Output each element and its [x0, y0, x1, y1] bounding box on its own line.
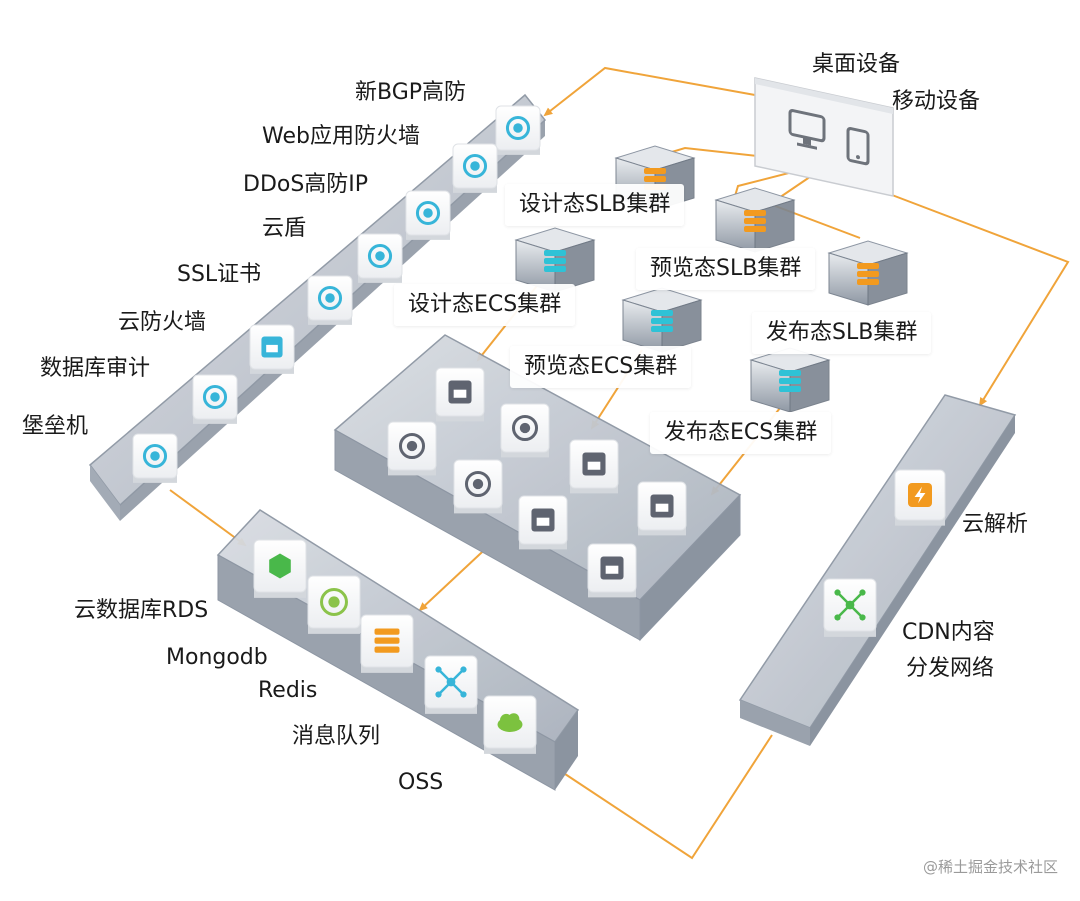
security-cube-7	[132, 433, 178, 483]
connector-devices-to-cdn	[891, 194, 1070, 407]
design-ecs-icon	[544, 250, 566, 272]
mobile-phone-icon	[846, 127, 870, 166]
storage-label-mq: 消息队列	[292, 724, 381, 749]
cluster-label-design-slb: 设计态SLB集群	[505, 184, 685, 227]
service-6-icon	[531, 508, 555, 532]
mongodb-icon	[320, 588, 348, 616]
storage-cubes	[253, 539, 537, 754]
security-0-icon	[505, 115, 531, 141]
service-1-icon	[511, 414, 539, 442]
service-cube-7	[587, 543, 637, 598]
security-cube-5	[249, 324, 295, 374]
publish-slb-icon	[857, 263, 879, 285]
service-3-icon	[582, 452, 606, 476]
publish-ecs-icon	[779, 370, 801, 392]
storage-label-redis: Redis	[258, 678, 318, 703]
security-cube-6	[192, 374, 238, 424]
security-label-shield: 云盾	[262, 216, 307, 241]
security-label-firewall: 云防火墙	[118, 310, 207, 335]
security-7-icon	[142, 443, 168, 469]
security-label-ddos: DDoS高防IP	[243, 172, 369, 197]
publish-slb-box	[827, 240, 909, 306]
network-label-cdn-line1: CDN内容	[902, 620, 995, 645]
service-5-icon	[650, 494, 674, 518]
service-cubes	[387, 367, 687, 598]
network-label-cdn-line2: 分发网络	[906, 656, 995, 681]
preview-slb-icon	[744, 210, 766, 232]
connector-cdn-to-oss	[554, 734, 773, 860]
storage-label-oss: OSS	[398, 770, 444, 795]
service-4-icon	[464, 470, 492, 498]
security-label-bastion: 堡垒机	[22, 414, 89, 439]
watermark: @稀土掘金技术社区	[922, 858, 1058, 876]
service-cube-3	[569, 439, 619, 494]
oss-icon	[497, 713, 523, 732]
storage-label-mongodb: Mongodb	[166, 645, 268, 670]
preview-ecs-icon	[651, 310, 673, 332]
publish-ecs-box	[749, 347, 831, 413]
service-0-icon	[448, 380, 472, 404]
security-1-icon	[462, 153, 488, 179]
security-6-icon	[202, 384, 228, 410]
security-cubes	[132, 105, 541, 483]
mq-icon	[435, 666, 467, 698]
rds-cube	[253, 539, 307, 598]
service-cube-2	[387, 421, 437, 476]
service-cube-1	[500, 403, 550, 458]
connector-security-to-storage	[169, 489, 247, 547]
connector-devices-to-security	[543, 66, 756, 117]
security-label-ssl: SSL证书	[177, 262, 262, 287]
network-cubes	[823, 469, 946, 637]
mongodb-cube	[307, 575, 361, 634]
security-2-icon	[415, 200, 441, 226]
preview-ecs-box	[621, 287, 703, 353]
service-cube-4	[453, 459, 503, 514]
dns-cube	[894, 469, 946, 526]
preview-slb-box	[714, 187, 796, 253]
network-tray	[738, 394, 1017, 746]
design-ecs-box	[514, 227, 596, 293]
security-label-waf: Web应用防火墙	[262, 124, 420, 149]
oss-cube	[483, 695, 537, 754]
service-cube-6	[518, 495, 568, 550]
mobile-device-label: 移动设备	[892, 89, 981, 114]
service-2-icon	[398, 432, 426, 460]
security-cube-2	[405, 190, 451, 240]
security-3-icon	[367, 243, 393, 269]
cluster-label-publish-ecs: 发布态ECS集群	[650, 412, 832, 455]
security-cube-3	[357, 233, 403, 283]
network-label-dns: 云解析	[962, 512, 1029, 537]
service-7-icon	[600, 556, 624, 580]
cdn-cube	[823, 578, 877, 637]
security-cube-4	[307, 275, 353, 325]
cluster-label-design-ecs: 设计态ECS集群	[394, 284, 576, 327]
cluster-label-preview-ecs: 预览态ECS集群	[510, 346, 692, 389]
cluster-label-preview-slb: 预览态SLB集群	[636, 248, 816, 291]
cluster-label-publish-slb: 发布态SLB集群	[752, 312, 932, 355]
security-4-icon	[317, 285, 343, 311]
desktop-monitor-icon	[788, 109, 826, 150]
security-5-icon	[261, 336, 283, 358]
service-cube-5	[637, 481, 687, 536]
rds-icon	[269, 553, 291, 579]
security-label-bgp: 新BGP高防	[355, 80, 467, 105]
dns-icon	[908, 483, 932, 507]
devices-box	[754, 77, 894, 197]
desktop-device-label: 桌面设备	[812, 52, 901, 77]
security-label-db-audit: 数据库审计	[40, 356, 151, 381]
service-cube-0	[435, 367, 485, 422]
security-cube-1	[452, 143, 498, 193]
security-cube-0	[495, 105, 541, 155]
mq-cube	[424, 655, 478, 714]
redis-cube	[360, 614, 414, 673]
storage-label-rds: 云数据库RDS	[74, 598, 209, 623]
redis-icon	[374, 628, 400, 653]
cdn-icon	[834, 589, 866, 621]
